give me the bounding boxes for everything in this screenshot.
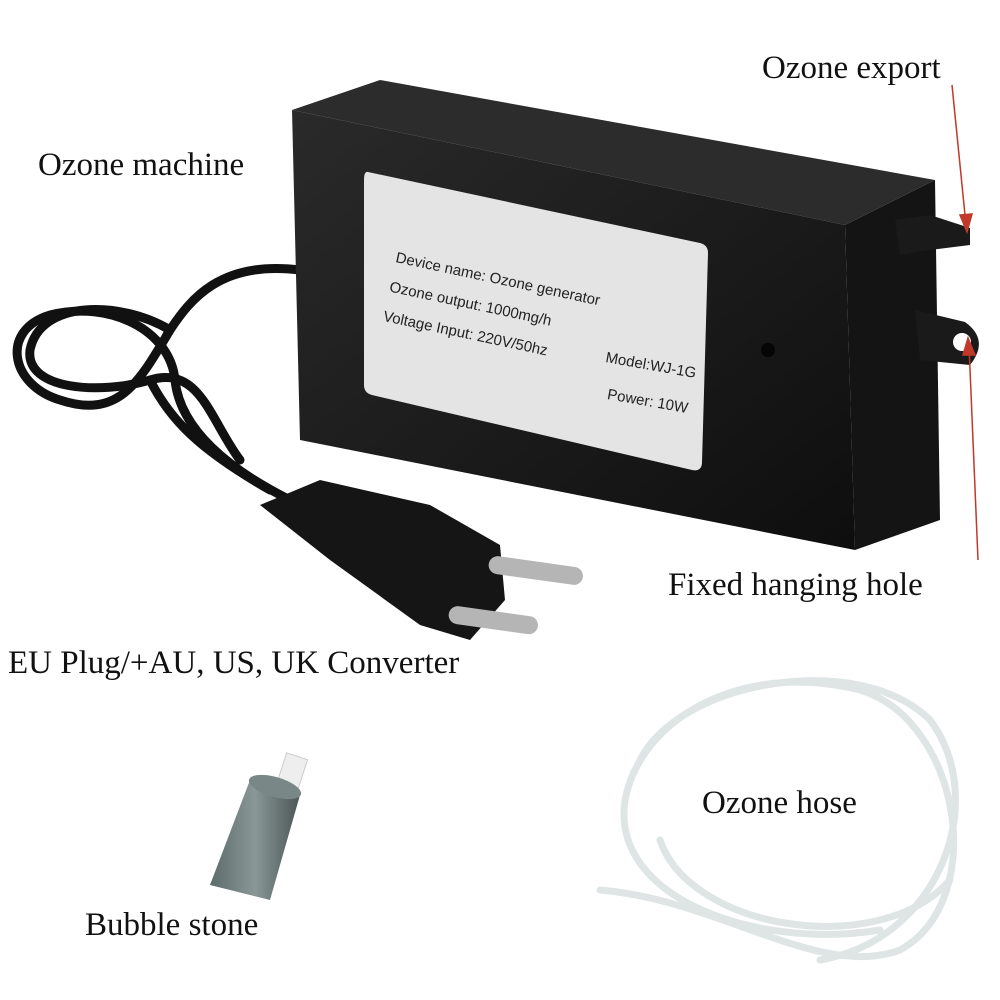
hanging-hole-tab (915, 310, 979, 365)
power-cord (12, 264, 305, 505)
ozone-machine (292, 80, 979, 550)
screw-hole (761, 343, 775, 357)
caption-ozone-export: Ozone export (762, 50, 941, 86)
caption-ozone-machine: Ozone machine (38, 147, 245, 183)
caption-fixed-hanging-hole: Fixed hanging hole (668, 567, 923, 603)
ozone-export-nozzle (895, 215, 970, 255)
caption-ozone-hose: Ozone hose (702, 785, 857, 821)
caption-plug: EU Plug/+AU, US, UK Converter (8, 645, 460, 681)
eu-plug (260, 480, 583, 640)
bubble-stone (210, 752, 309, 900)
device-spec-label (364, 171, 708, 471)
annotation-arrows (951, 84, 979, 561)
ozone-hose (596, 677, 959, 964)
caption-bubble-stone: Bubble stone (85, 907, 259, 943)
